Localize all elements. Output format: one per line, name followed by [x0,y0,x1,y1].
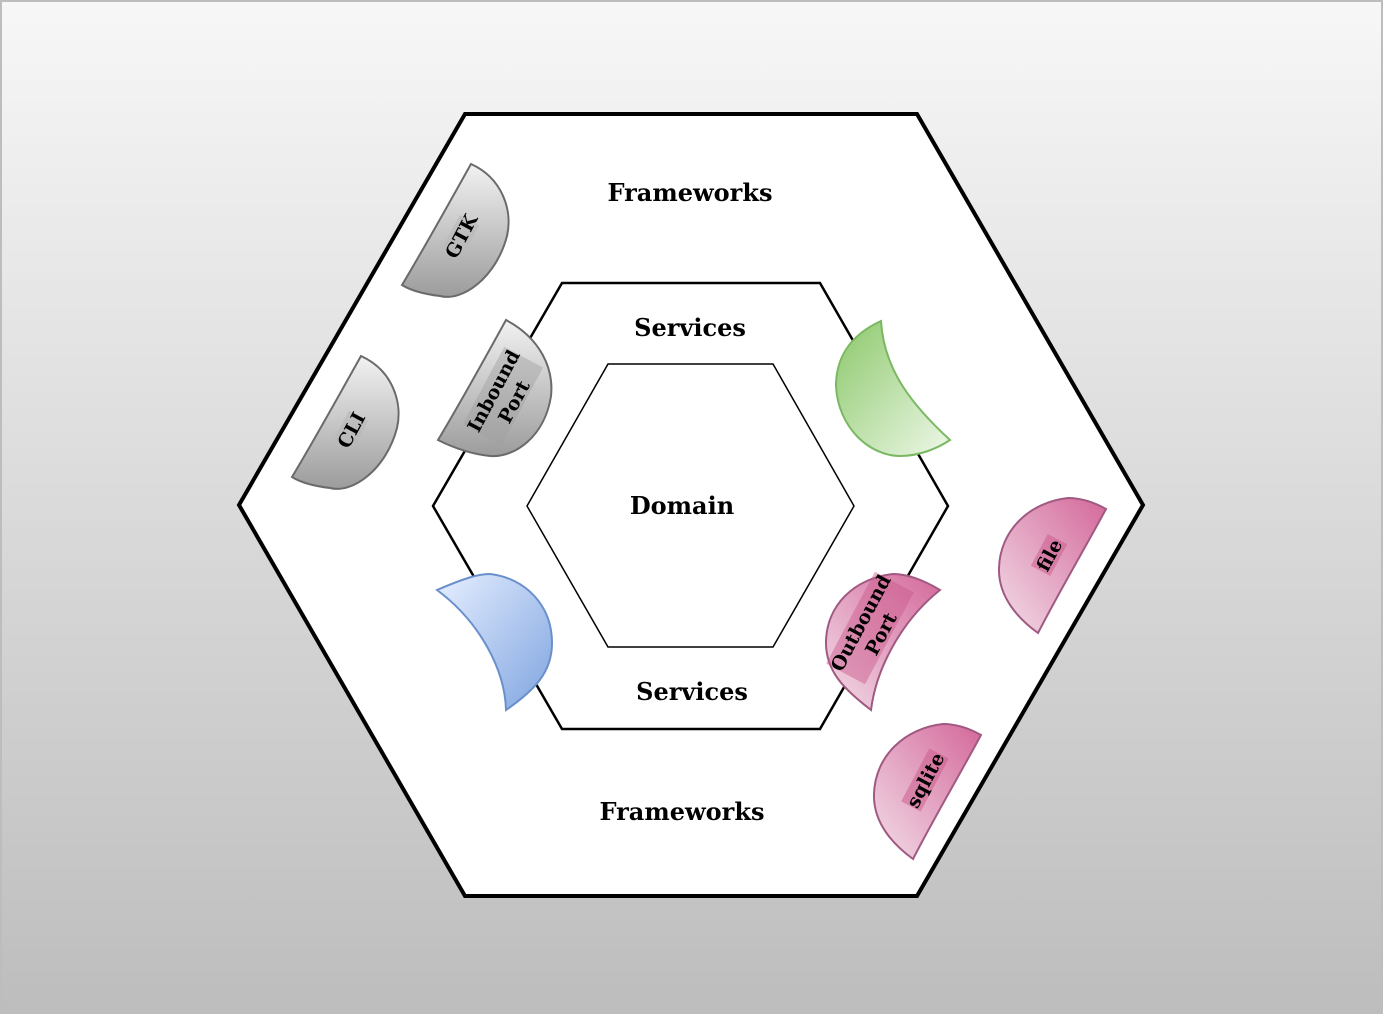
inbound-port-label-highlight [462,346,544,446]
cli-label-highlight [333,410,369,450]
domain-hexagon [526,363,855,648]
file-adapter: file [997,496,1108,635]
sqlite-adapter: sqlite [872,722,983,861]
frameworks-label-top: Frameworks [608,178,773,207]
green-port-shape [834,319,952,458]
gtk-adapter: GTK [400,162,510,298]
outbound-port-shape [824,572,942,712]
file-label-highlight [1030,533,1068,577]
sqlite-label-highlight [901,748,949,812]
cli-adapter: CLI [290,354,400,490]
frameworks-label-bottom: Frameworks [600,797,765,826]
gtk-label-highlight [442,214,480,258]
services-label-top: Services [634,313,746,342]
outbound-port: Outbound Port [824,571,942,712]
blue-port-shape [435,572,554,712]
outbound-port-label-highlight [826,571,914,685]
domain-label: Domain [630,491,734,520]
inbound-port: Inbound Port [436,318,553,458]
inbound-port-shape [436,318,553,458]
services-label-bottom: Services [636,677,748,706]
